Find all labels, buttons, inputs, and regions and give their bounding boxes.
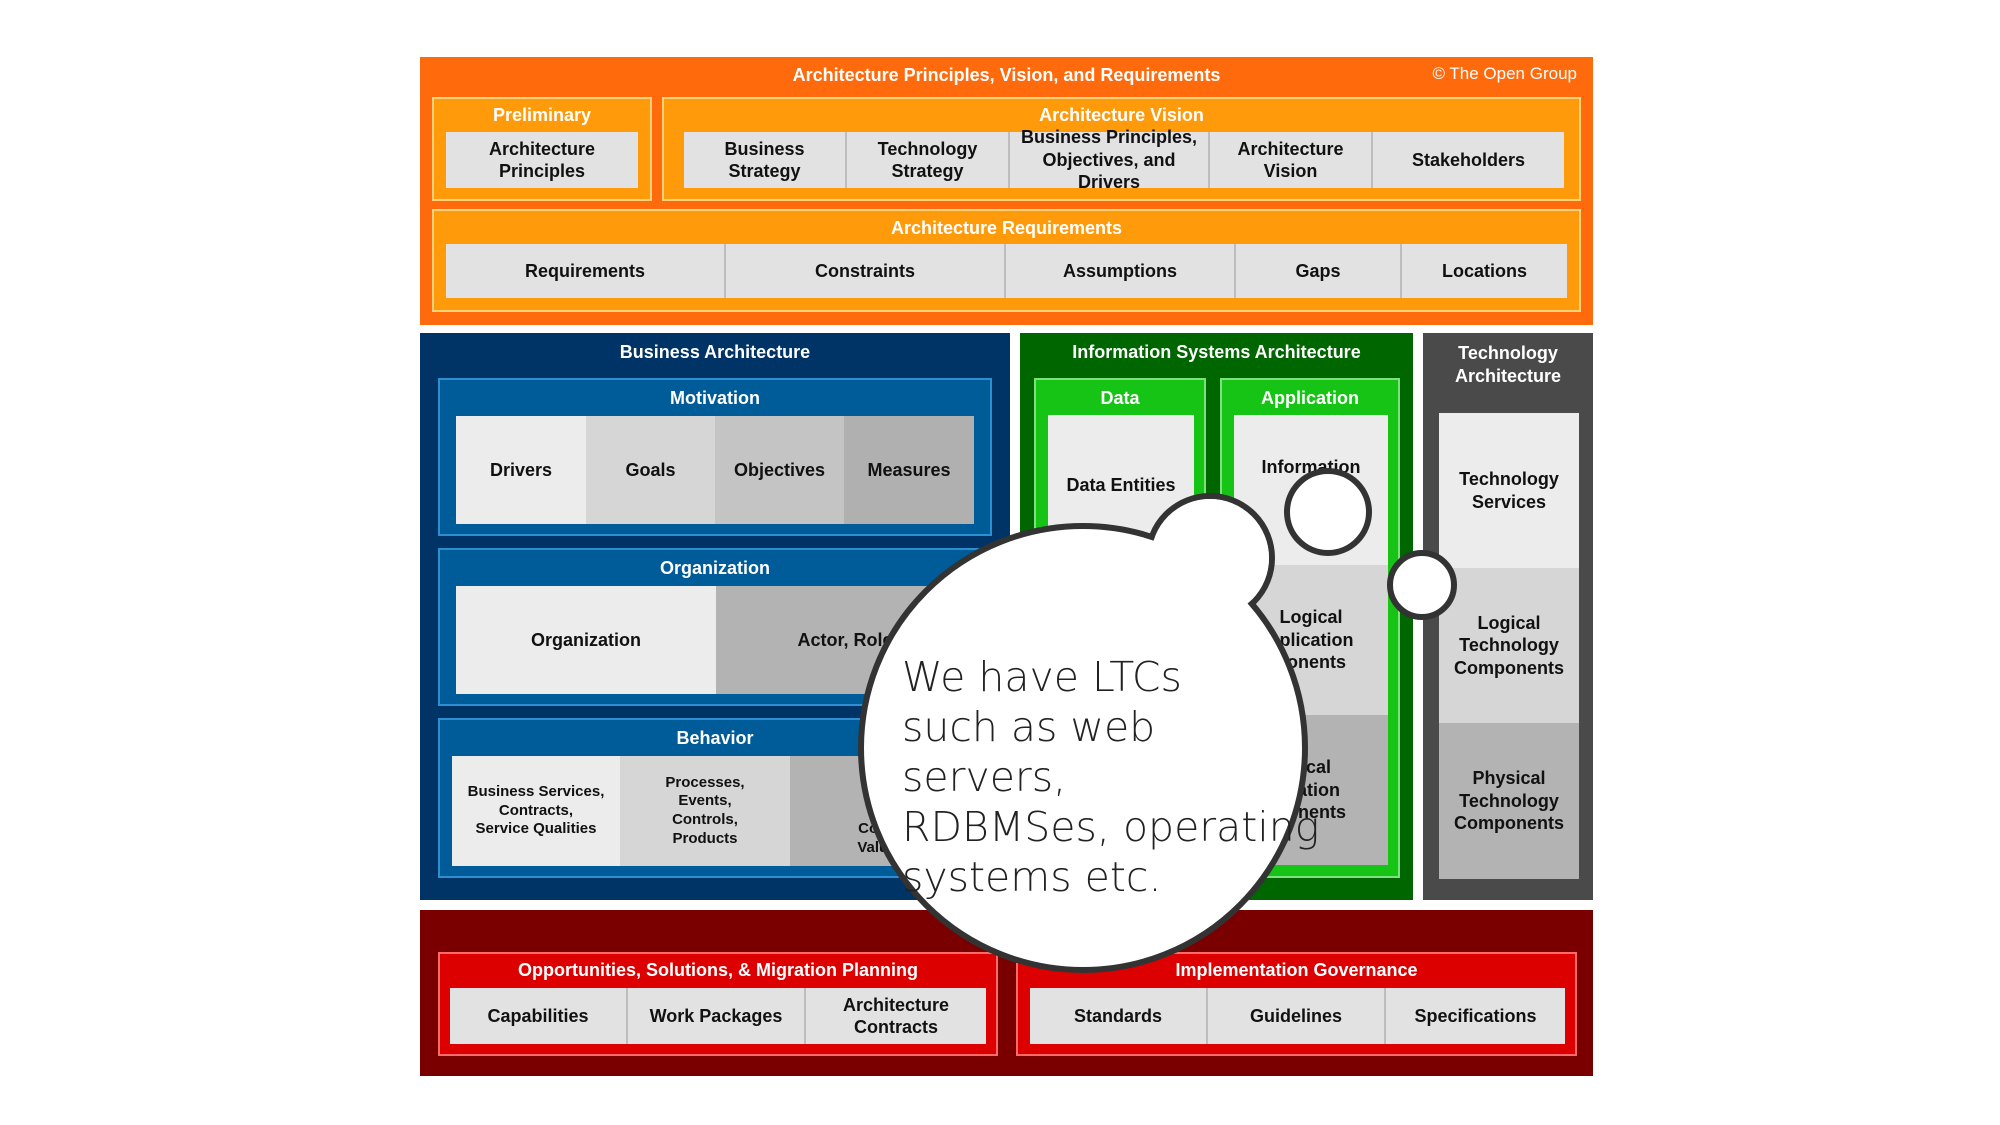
architecture-vision-box: Architecture Vision Business Strategy Te… bbox=[662, 97, 1581, 201]
architecture-contracts-cell: Architecture Contracts bbox=[806, 988, 986, 1044]
objectives-cell: Objectives bbox=[715, 416, 844, 524]
copyright-label: © The Open Group bbox=[1432, 64, 1577, 83]
work-packages-cell: Work Packages bbox=[628, 988, 806, 1044]
principles-panel-title: Architecture Principles, Vision, and Req… bbox=[792, 65, 1221, 85]
constraints-cell: Constraints bbox=[726, 244, 1006, 298]
callout-text: We have LTCs such as web servers, RDBMSe… bbox=[902, 653, 1320, 902]
logical-technology-components-cell: Logical Technology Components bbox=[1439, 568, 1579, 723]
specifications-cell: Specifications bbox=[1386, 988, 1565, 1044]
processes-cell: Processes, Events, Controls, Products bbox=[620, 756, 790, 866]
technology-strategy-cell: Technology Strategy bbox=[847, 132, 1010, 188]
opportunities-box: Opportunities, Solutions, & Migration Pl… bbox=[438, 952, 998, 1056]
architecture-requirements-box: Architecture Requirements Requirements C… bbox=[432, 209, 1581, 312]
goals-cell: Goals bbox=[586, 416, 715, 524]
requirements-cells: Requirements Constraints Assumptions Gap… bbox=[446, 244, 1567, 298]
realization-title: Archi bbox=[983, 919, 1030, 939]
business-strategy-cell: Business Strategy bbox=[684, 132, 847, 188]
stakeholders-cell: Stakeholders bbox=[1373, 132, 1564, 188]
opportunities-title: Opportunities, Solutions, & Migration Pl… bbox=[518, 960, 918, 980]
requirements-cell: Requirements bbox=[446, 244, 726, 298]
architecture-requirements-title: Architecture Requirements bbox=[890, 218, 1123, 238]
governance-cells: Standards Guidelines Specifications bbox=[1030, 988, 1565, 1044]
organization-cell: Organization bbox=[456, 586, 716, 694]
organization-title: Organization bbox=[659, 558, 770, 578]
implementation-governance-box: Implementation Governance Standards Guid… bbox=[1016, 952, 1577, 1056]
preliminary-title: Preliminary bbox=[492, 105, 592, 125]
business-services-cell: Business Services, Contracts, Service Qu… bbox=[452, 756, 620, 866]
technology-cells: Technology Services Logical Technology C… bbox=[1439, 413, 1579, 879]
technology-architecture-panel: Technology Architecture Technology Servi… bbox=[1423, 333, 1593, 900]
assumptions-cell: Assumptions bbox=[1006, 244, 1236, 298]
information-system-services-cell: Information Sy S bbox=[1234, 415, 1388, 565]
architecture-principles-cell: Architecture Principles bbox=[446, 132, 638, 188]
application-title: Application bbox=[1261, 388, 1359, 408]
business-architecture-title: Business Architecture bbox=[619, 342, 811, 362]
vision-cells: Business Strategy Technology Strategy Bu… bbox=[684, 127, 1564, 192]
locations-cell: Locations bbox=[1402, 244, 1567, 298]
motivation-cells: Drivers Goals Objectives Measures bbox=[456, 416, 974, 524]
data-title: Data bbox=[1100, 388, 1140, 408]
standards-cell: Standards bbox=[1030, 988, 1208, 1044]
preliminary-box: Preliminary Architecture Principles bbox=[432, 97, 652, 201]
architecture-vision-cell: Architecture Vision bbox=[1210, 132, 1373, 188]
organization-cells: Organization Actor, Role bbox=[456, 586, 974, 694]
business-principles-cell: Business Principles, Objectives, and Dri… bbox=[1010, 127, 1210, 192]
motivation-title: Motivation bbox=[670, 388, 760, 408]
technology-architecture-title: Technology Architecture bbox=[1454, 343, 1562, 386]
measures-cell: Measures bbox=[844, 416, 974, 524]
data-entities-cell: Data Entities bbox=[1048, 415, 1194, 555]
architecture-vision-title: Architecture Vision bbox=[1039, 105, 1204, 125]
behavior-cells: Business Services, Contracts, Service Qu… bbox=[452, 756, 978, 866]
implementation-governance-title: Implementation Governance bbox=[1175, 960, 1418, 980]
physical-technology-components-cell: Physical Technology Components bbox=[1439, 723, 1579, 879]
capabilities-cell: Capabilities bbox=[450, 988, 628, 1044]
realization-panel: Archi Opportunities, Solutions, & Migrat… bbox=[420, 910, 1593, 1076]
guidelines-cell: Guidelines bbox=[1208, 988, 1386, 1044]
gaps-cell: Gaps bbox=[1236, 244, 1402, 298]
behavior-title: Behavior bbox=[676, 728, 754, 748]
drivers-cell: Drivers bbox=[456, 416, 586, 524]
technology-services-cell: Technology Services bbox=[1439, 413, 1579, 568]
principles-vision-requirements-panel: Architecture Principles, Vision, and Req… bbox=[420, 57, 1593, 325]
motivation-box: Motivation Drivers Goals Objectives Meas… bbox=[438, 378, 992, 536]
opportunities-cells: Capabilities Work Packages Architecture … bbox=[450, 988, 986, 1044]
information-systems-title: Information Systems Architecture bbox=[1072, 342, 1361, 362]
